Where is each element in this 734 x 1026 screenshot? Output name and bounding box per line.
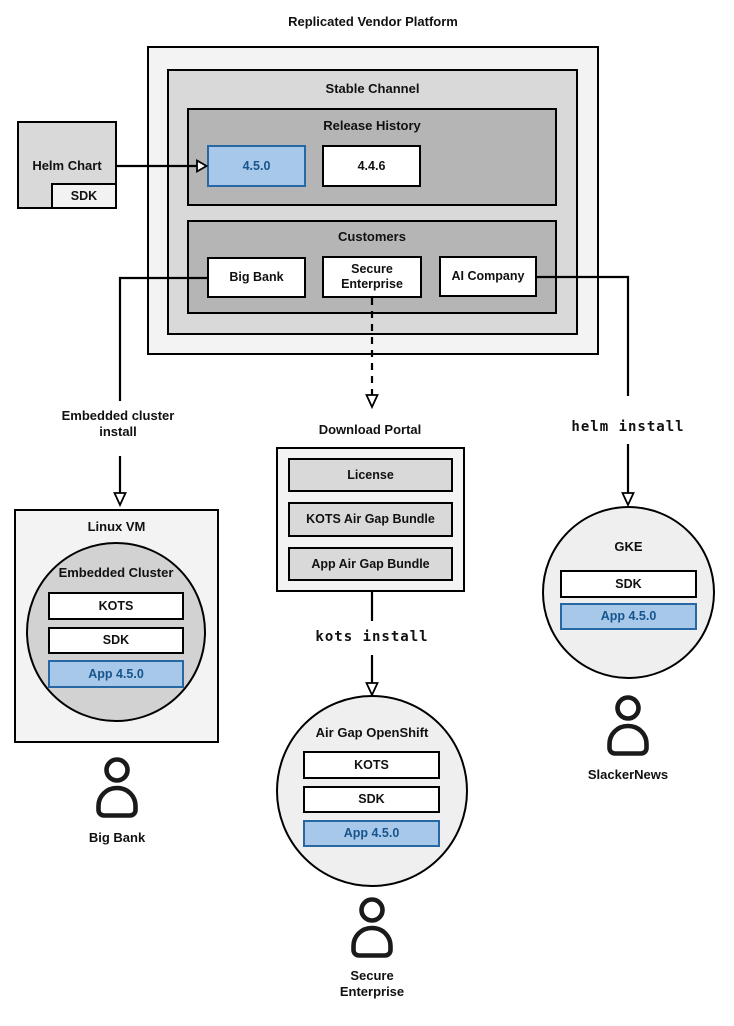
linux-vm-label: Linux VM	[87, 519, 146, 534]
customers-label: Customers	[338, 229, 406, 244]
openshift-sdk-box: SDK	[303, 786, 440, 813]
embedded-app-box: App 4.5.0	[48, 660, 184, 688]
embedded-kots-box: KOTS	[48, 592, 184, 620]
big-bank-user-label: Big Bank	[88, 830, 146, 845]
embedded-cluster-label: Embedded Cluster	[58, 565, 174, 580]
kots-install-command: kots install	[315, 629, 429, 645]
portal-license-box: License	[288, 458, 453, 492]
helm-chart-label: Helm Chart	[32, 158, 102, 173]
airgap-openshift-label: Air Gap OpenShift	[315, 725, 429, 740]
secure-enterprise-user-icon	[351, 897, 393, 958]
kots-to-openshift-arrowhead	[365, 682, 379, 698]
portal-app-bundle-box: App Air Gap Bundle	[288, 547, 453, 581]
customer-ai-company-box: AI Company	[439, 256, 537, 297]
helm-chart-sdk-box: SDK	[51, 183, 117, 209]
secure-enterprise-arrowhead	[365, 394, 379, 410]
ai-company-flow-arrowhead	[621, 492, 635, 508]
openshift-app-box: App 4.5.0	[303, 820, 440, 847]
openshift-kots-box: KOTS	[303, 751, 440, 779]
helm-install-command: helm install	[571, 419, 685, 435]
slackernews-user-label: SlackerNews	[587, 767, 669, 782]
embedded-cluster-install-label: Embedded cluster install	[61, 408, 175, 439]
release-history-label: Release History	[323, 118, 421, 133]
release-446-box: 4.4.6	[322, 145, 421, 187]
big-bank-user-icon	[96, 757, 138, 818]
portal-kots-bundle-box: KOTS Air Gap Bundle	[288, 502, 453, 537]
embedded-sdk-box: SDK	[48, 627, 184, 654]
slackernews-user-icon	[607, 695, 649, 756]
secure-enterprise-user-label: Secure Enterprise	[339, 968, 405, 999]
gke-label: GKE	[614, 539, 643, 554]
gke-sdk-box: SDK	[560, 570, 697, 598]
download-portal-label: Download Portal	[318, 422, 422, 437]
release-450-box: 4.5.0	[207, 145, 306, 187]
stable-channel-label: Stable Channel	[325, 81, 420, 96]
big-bank-flow-arrowhead	[113, 492, 127, 508]
gke-app-box: App 4.5.0	[560, 603, 697, 630]
diagram-title: Replicated Vendor Platform	[288, 14, 458, 29]
customer-big-bank-box: Big Bank	[207, 257, 306, 298]
customer-secure-enterprise-box: Secure Enterprise	[322, 256, 422, 298]
